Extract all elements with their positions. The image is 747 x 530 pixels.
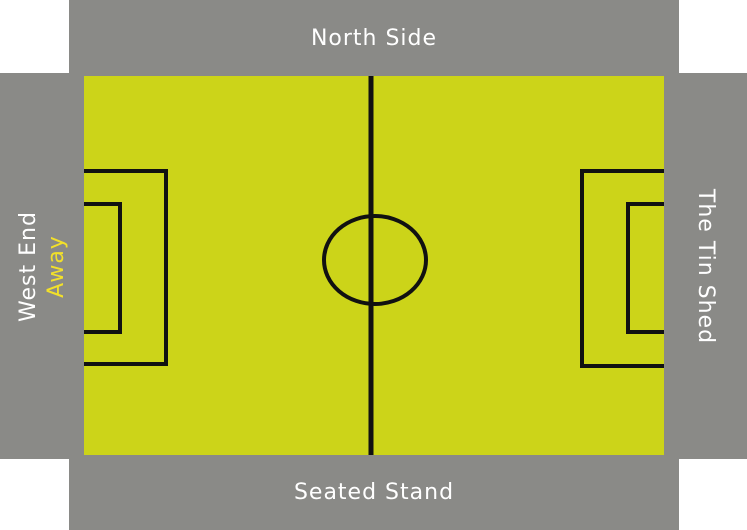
east-stand-labels: The Tin Shed — [664, 73, 747, 459]
right-penalty-area — [580, 169, 664, 368]
east-stand-label: The Tin Shed — [693, 188, 719, 344]
south-stand-label: Seated Stand — [293, 480, 455, 505]
away-section-label: Away — [43, 234, 69, 298]
left-goal-area — [84, 202, 122, 334]
centre-circle — [322, 214, 428, 306]
south-stand — [69, 455, 679, 530]
west-stand-labels: West End Away — [0, 73, 84, 459]
west-stand — [0, 73, 84, 459]
pitch-surface — [84, 76, 664, 455]
pitch — [84, 76, 664, 455]
west-stand-label: West End — [15, 210, 41, 322]
north-stand — [69, 0, 679, 76]
east-stand — [664, 73, 747, 459]
north-stand-label: North Side — [310, 26, 438, 51]
left-penalty-area — [84, 169, 168, 366]
right-goal-area — [626, 202, 664, 334]
